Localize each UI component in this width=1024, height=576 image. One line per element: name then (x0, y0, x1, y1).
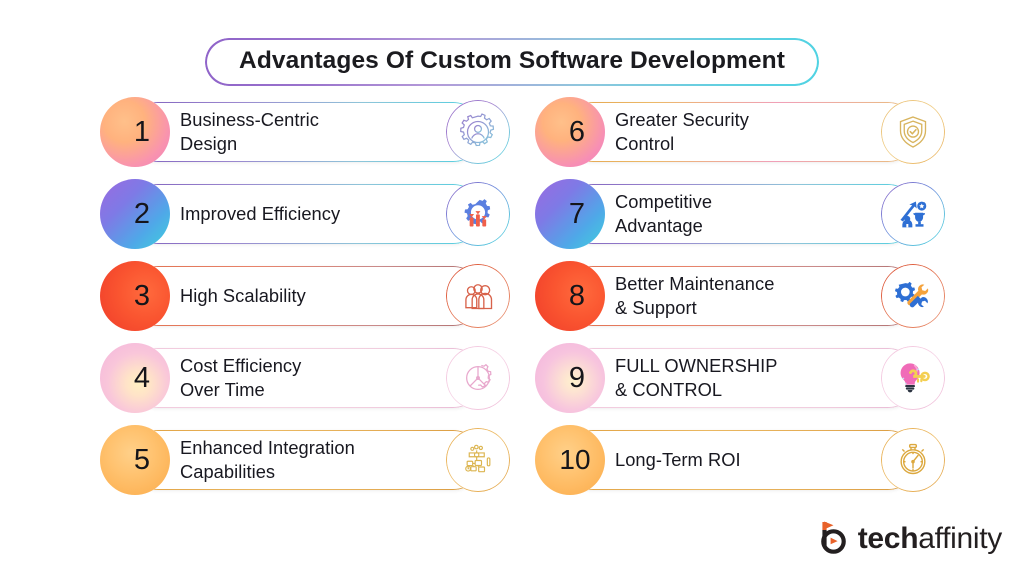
trophy-growth-icon (900, 201, 927, 228)
advantage-label: Improved Efficiency (180, 179, 430, 249)
advantage-number-badge: 10 (535, 425, 605, 495)
advantage-icon-badge (881, 346, 945, 410)
advantage-number-badge: 2 (100, 179, 170, 249)
advantage-label-line: High Scalability (180, 284, 306, 306)
advantage-item[interactable]: 3 High Scalability (100, 261, 510, 331)
advantage-pill (563, 102, 918, 162)
advantage-icon-badge (446, 182, 510, 246)
stopwatch-icon (900, 443, 926, 475)
advantage-item[interactable]: 8 Better Maintenance & Support (535, 261, 945, 331)
advantage-label-line: & Support (615, 297, 697, 318)
shield-check-icon (899, 116, 927, 148)
brand-logo[interactable]: techaffinity (813, 520, 1002, 558)
advantage-icon-badge (881, 428, 945, 492)
advantage-pill (128, 266, 483, 326)
advantage-item[interactable]: 2 Improved Efficiency (100, 179, 510, 249)
advantage-number: 6 (568, 115, 586, 148)
advantage-icon-badge (446, 264, 510, 328)
advantage-number: 4 (133, 361, 151, 394)
advantage-label-line: Business-Centric (180, 108, 319, 130)
logo-wordmark: techaffinity (857, 522, 1003, 555)
advantage-pill (563, 184, 918, 244)
advantage-pill (563, 348, 918, 408)
advantage-label-line: Competitive (615, 190, 713, 212)
advantage-number-badge: 8 (535, 261, 605, 331)
advantage-number: 10 (559, 444, 591, 475)
advantage-number-badge: 5 (100, 425, 170, 495)
title-container: Advantages Of Custom Software Developmen… (0, 38, 1024, 86)
advantage-pill (128, 430, 483, 490)
advantage-label: Long-Term ROI (615, 425, 865, 495)
advantage-pill (128, 348, 483, 408)
advantage-label-line: Advantage (615, 215, 703, 236)
techaffinity-logo-mark-icon (820, 521, 846, 554)
advantage-number-badge: 6 (535, 97, 605, 167)
title-pill: Advantages Of Custom Software Developmen… (205, 38, 819, 86)
advantage-label-line: Better Maintenance (615, 272, 775, 294)
advantage-number-badge: 1 (100, 97, 170, 167)
advantage-icon-badge (446, 428, 510, 492)
advantage-number-badge: 4 (100, 343, 170, 413)
advantage-item[interactable]: 10 Long-Term ROI (535, 425, 945, 495)
advantage-icon-badge (881, 264, 945, 328)
advantage-icon-badge (881, 182, 945, 246)
advantage-number-badge: 7 (535, 179, 605, 249)
lightbulb-key-icon (900, 363, 930, 393)
advantage-label-line: Control (615, 133, 675, 154)
advantage-icon-badge (446, 100, 510, 164)
advantage-label-line: Long-Term ROI (615, 448, 741, 470)
logo-text-bold: tech (857, 522, 919, 555)
advantage-icon-badge (881, 100, 945, 164)
advantage-label: FULL OWNERSHIP & CONTROL (615, 343, 865, 413)
advantage-number-badge: 9 (535, 343, 605, 413)
advantage-number: 9 (568, 361, 586, 394)
advantage-label-line: Over Time (180, 379, 265, 400)
advantage-label: High Scalability (180, 261, 430, 331)
advantage-number: 7 (568, 197, 586, 230)
three-people-icon (465, 284, 493, 310)
page-title: Advantages Of Custom Software Developmen… (239, 47, 785, 74)
advantage-label-line: Greater Security (615, 108, 749, 130)
logo-text-light: affinity (918, 522, 1002, 555)
advantage-label-line: & CONTROL (615, 379, 723, 400)
advantage-number: 2 (133, 197, 151, 230)
advantage-label-line: Enhanced Integration (180, 436, 355, 458)
advantage-label-line: Capabilities (180, 461, 276, 482)
advantage-number: 1 (133, 115, 151, 148)
advantage-label: Better Maintenance & Support (615, 261, 865, 331)
advantage-pill (128, 184, 483, 244)
integration-flowchart-icon (465, 444, 491, 473)
advantage-label-line: Design (180, 133, 238, 154)
advantage-pill (563, 430, 918, 490)
advantage-number: 8 (568, 279, 586, 312)
gear-growth-arrows-icon (464, 199, 491, 227)
gear-wrench-icon (895, 281, 929, 308)
advantage-pill (563, 266, 918, 326)
advantage-label-line: Cost Efficiency (180, 354, 302, 376)
advantage-number: 3 (133, 279, 151, 312)
advantage-item[interactable]: 9 FULL OWNERSHIP & CONTROL (535, 343, 945, 413)
advantage-label-line: FULL OWNERSHIP (615, 354, 778, 376)
advantage-number-badge: 3 (100, 261, 170, 331)
advantage-pill (128, 102, 483, 162)
advantage-number: 5 (133, 443, 151, 476)
gear-person-icon (460, 113, 495, 147)
advantage-icon-badge (446, 346, 510, 410)
advantage-label-line: Improved Efficiency (180, 202, 341, 224)
clock-gear-icon (466, 363, 492, 390)
